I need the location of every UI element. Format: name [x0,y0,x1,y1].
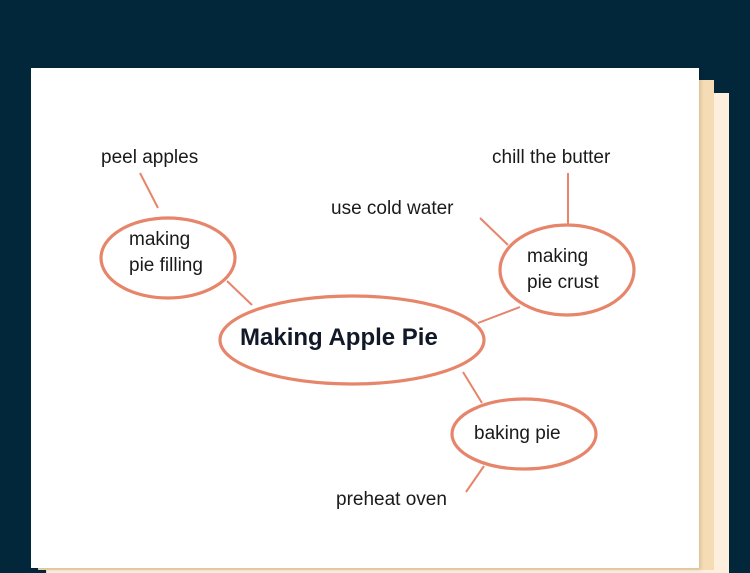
link-preheat-oven [465,465,485,493]
link-use-cold-water [479,217,509,246]
detail-peel-apples: peel apples [101,147,199,168]
central-topic-node [218,294,486,386]
branch-label-crust-line1: making [527,246,589,267]
branch-label-filling-line1: making [129,229,191,250]
branch-label-crust-line2: pie crust [527,272,599,293]
branch-node-baking [450,397,598,471]
central-topic-label: Making Apple Pie [240,324,438,351]
branch-label-filling-line2: pie filling [129,255,203,276]
branch-node-filling [99,216,237,300]
detail-preheat-oven: preheat oven [336,489,447,510]
detail-use-cold-water: use cold water [331,198,454,219]
link-filling-center [226,280,253,306]
link-crust-center [477,306,521,324]
branch-label-baking: baking pie [474,423,561,444]
link-peel-apples [139,172,159,209]
detail-chill-the-butter: chill the butter [492,147,611,168]
link-center-baking [462,371,483,404]
branch-label-filling: making pie filling [129,227,203,279]
branch-label-crust: making pie crust [527,244,599,296]
branch-node-crust [498,223,636,317]
